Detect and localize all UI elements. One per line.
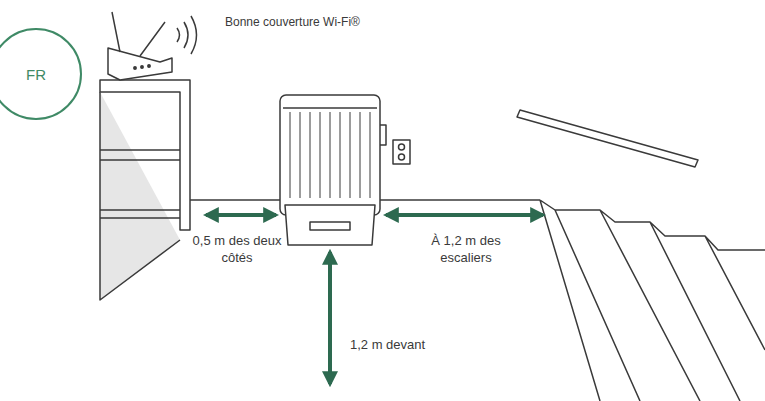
station-stripe <box>350 112 351 198</box>
stairs-dimension-arrow <box>386 213 543 217</box>
shelf-boards <box>100 150 180 218</box>
base-station-lid <box>283 107 377 109</box>
base-station-slot <box>310 222 350 230</box>
station-stripe <box>330 112 331 198</box>
wall-outlet <box>393 140 410 164</box>
station-stripe <box>340 112 341 198</box>
wifi-note-box: Bonne couverture Wi-Fi® <box>225 14 465 31</box>
router-antenna <box>112 12 165 56</box>
wall-light <box>517 110 698 167</box>
side-dimension-arrow <box>206 213 276 217</box>
dimension-label: 0,5 m des deux côtés <box>193 233 282 265</box>
station-stripe <box>320 112 321 198</box>
language-badge: FR <box>0 28 82 120</box>
dimension-label: À 1,2 m des escaliers <box>431 233 500 265</box>
badge-text: FR <box>26 66 46 83</box>
station-stripe <box>310 112 311 198</box>
dimension-label-box: 0,5 m des deux côtés <box>192 232 282 266</box>
wifi-waves <box>177 16 197 54</box>
router <box>108 48 172 80</box>
front-dimension-arrow <box>328 252 332 384</box>
station-stripe <box>360 112 361 198</box>
wifi-note: Bonne couverture Wi-Fi® <box>225 15 360 29</box>
dimension-label-box: 1,2 m devant <box>350 336 460 353</box>
shelf-side <box>100 92 180 300</box>
station-stripe <box>370 112 371 198</box>
base-station <box>280 95 380 215</box>
base-station-handle <box>380 125 386 145</box>
base-station-ramp <box>285 205 375 245</box>
stairs <box>540 200 765 401</box>
station-stripe <box>300 112 301 198</box>
station-stripe <box>290 112 291 198</box>
dimension-label-box: À 1,2 m des escaliers <box>418 232 514 266</box>
dimension-label: 1,2 m devant <box>350 337 425 352</box>
